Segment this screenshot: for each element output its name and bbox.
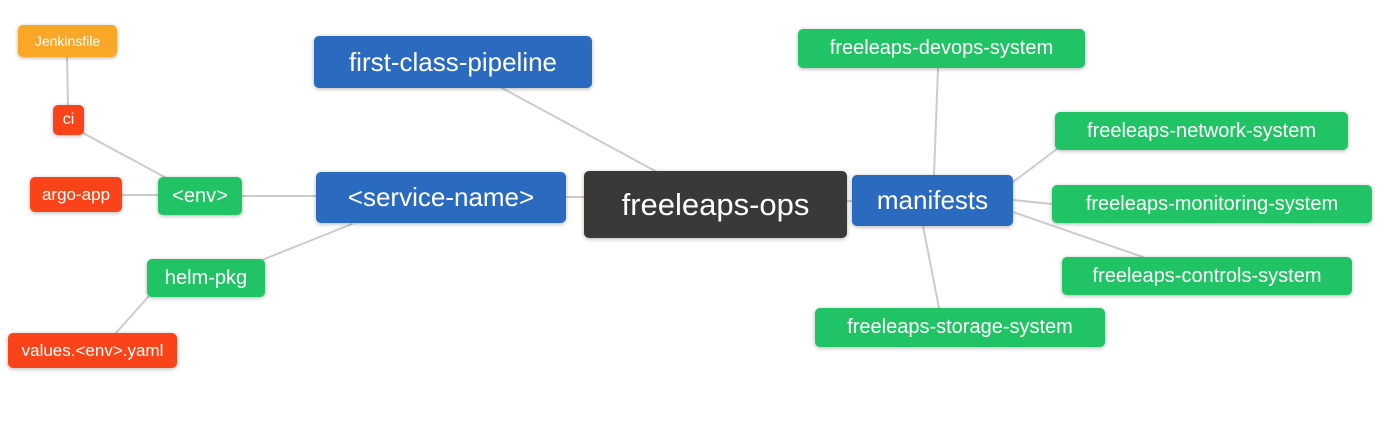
edge-ci-env [82,132,171,181]
node-jenkinsfile[interactable]: Jenkinsfile [18,25,117,57]
node-argo-app[interactable]: argo-app [30,177,122,212]
node-service-name[interactable]: <service-name> [316,172,566,223]
edge-jenkinsfile-ci [66,56,69,107]
edge-service-name-helm-pkg [261,223,353,261]
edge-manifests-controls-system [1012,211,1144,258]
edge-helm-pkg-values-env-yaml [114,295,150,335]
node-freeleaps-devops-system[interactable]: freeleaps-devops-system [798,29,1085,68]
edge-manifests-network-system [1012,148,1058,183]
node-freeleaps-ops-root[interactable]: freeleaps-ops [584,171,847,238]
node-freeleaps-controls-system[interactable]: freeleaps-controls-system [1062,257,1352,295]
node-first-class-pipeline[interactable]: first-class-pipeline [314,36,592,88]
edge-manifests-monitoring-system [1012,199,1053,205]
node-manifests[interactable]: manifests [852,175,1013,226]
node-freeleaps-network-system[interactable]: freeleaps-network-system [1055,112,1348,150]
edge-manifests-storage-system [922,225,940,309]
node-env[interactable]: <env> [158,177,242,215]
node-helm-pkg[interactable]: helm-pkg [147,259,265,297]
node-freeleaps-monitoring-system[interactable]: freeleaps-monitoring-system [1052,185,1372,223]
node-ci[interactable]: ci [53,105,84,135]
edge-first-class-pipeline-root [501,87,658,173]
node-values-env-yaml[interactable]: values.<env>.yaml [8,333,177,368]
edge-manifests-devops-system [933,67,939,176]
node-freeleaps-storage-system[interactable]: freeleaps-storage-system [815,308,1105,347]
